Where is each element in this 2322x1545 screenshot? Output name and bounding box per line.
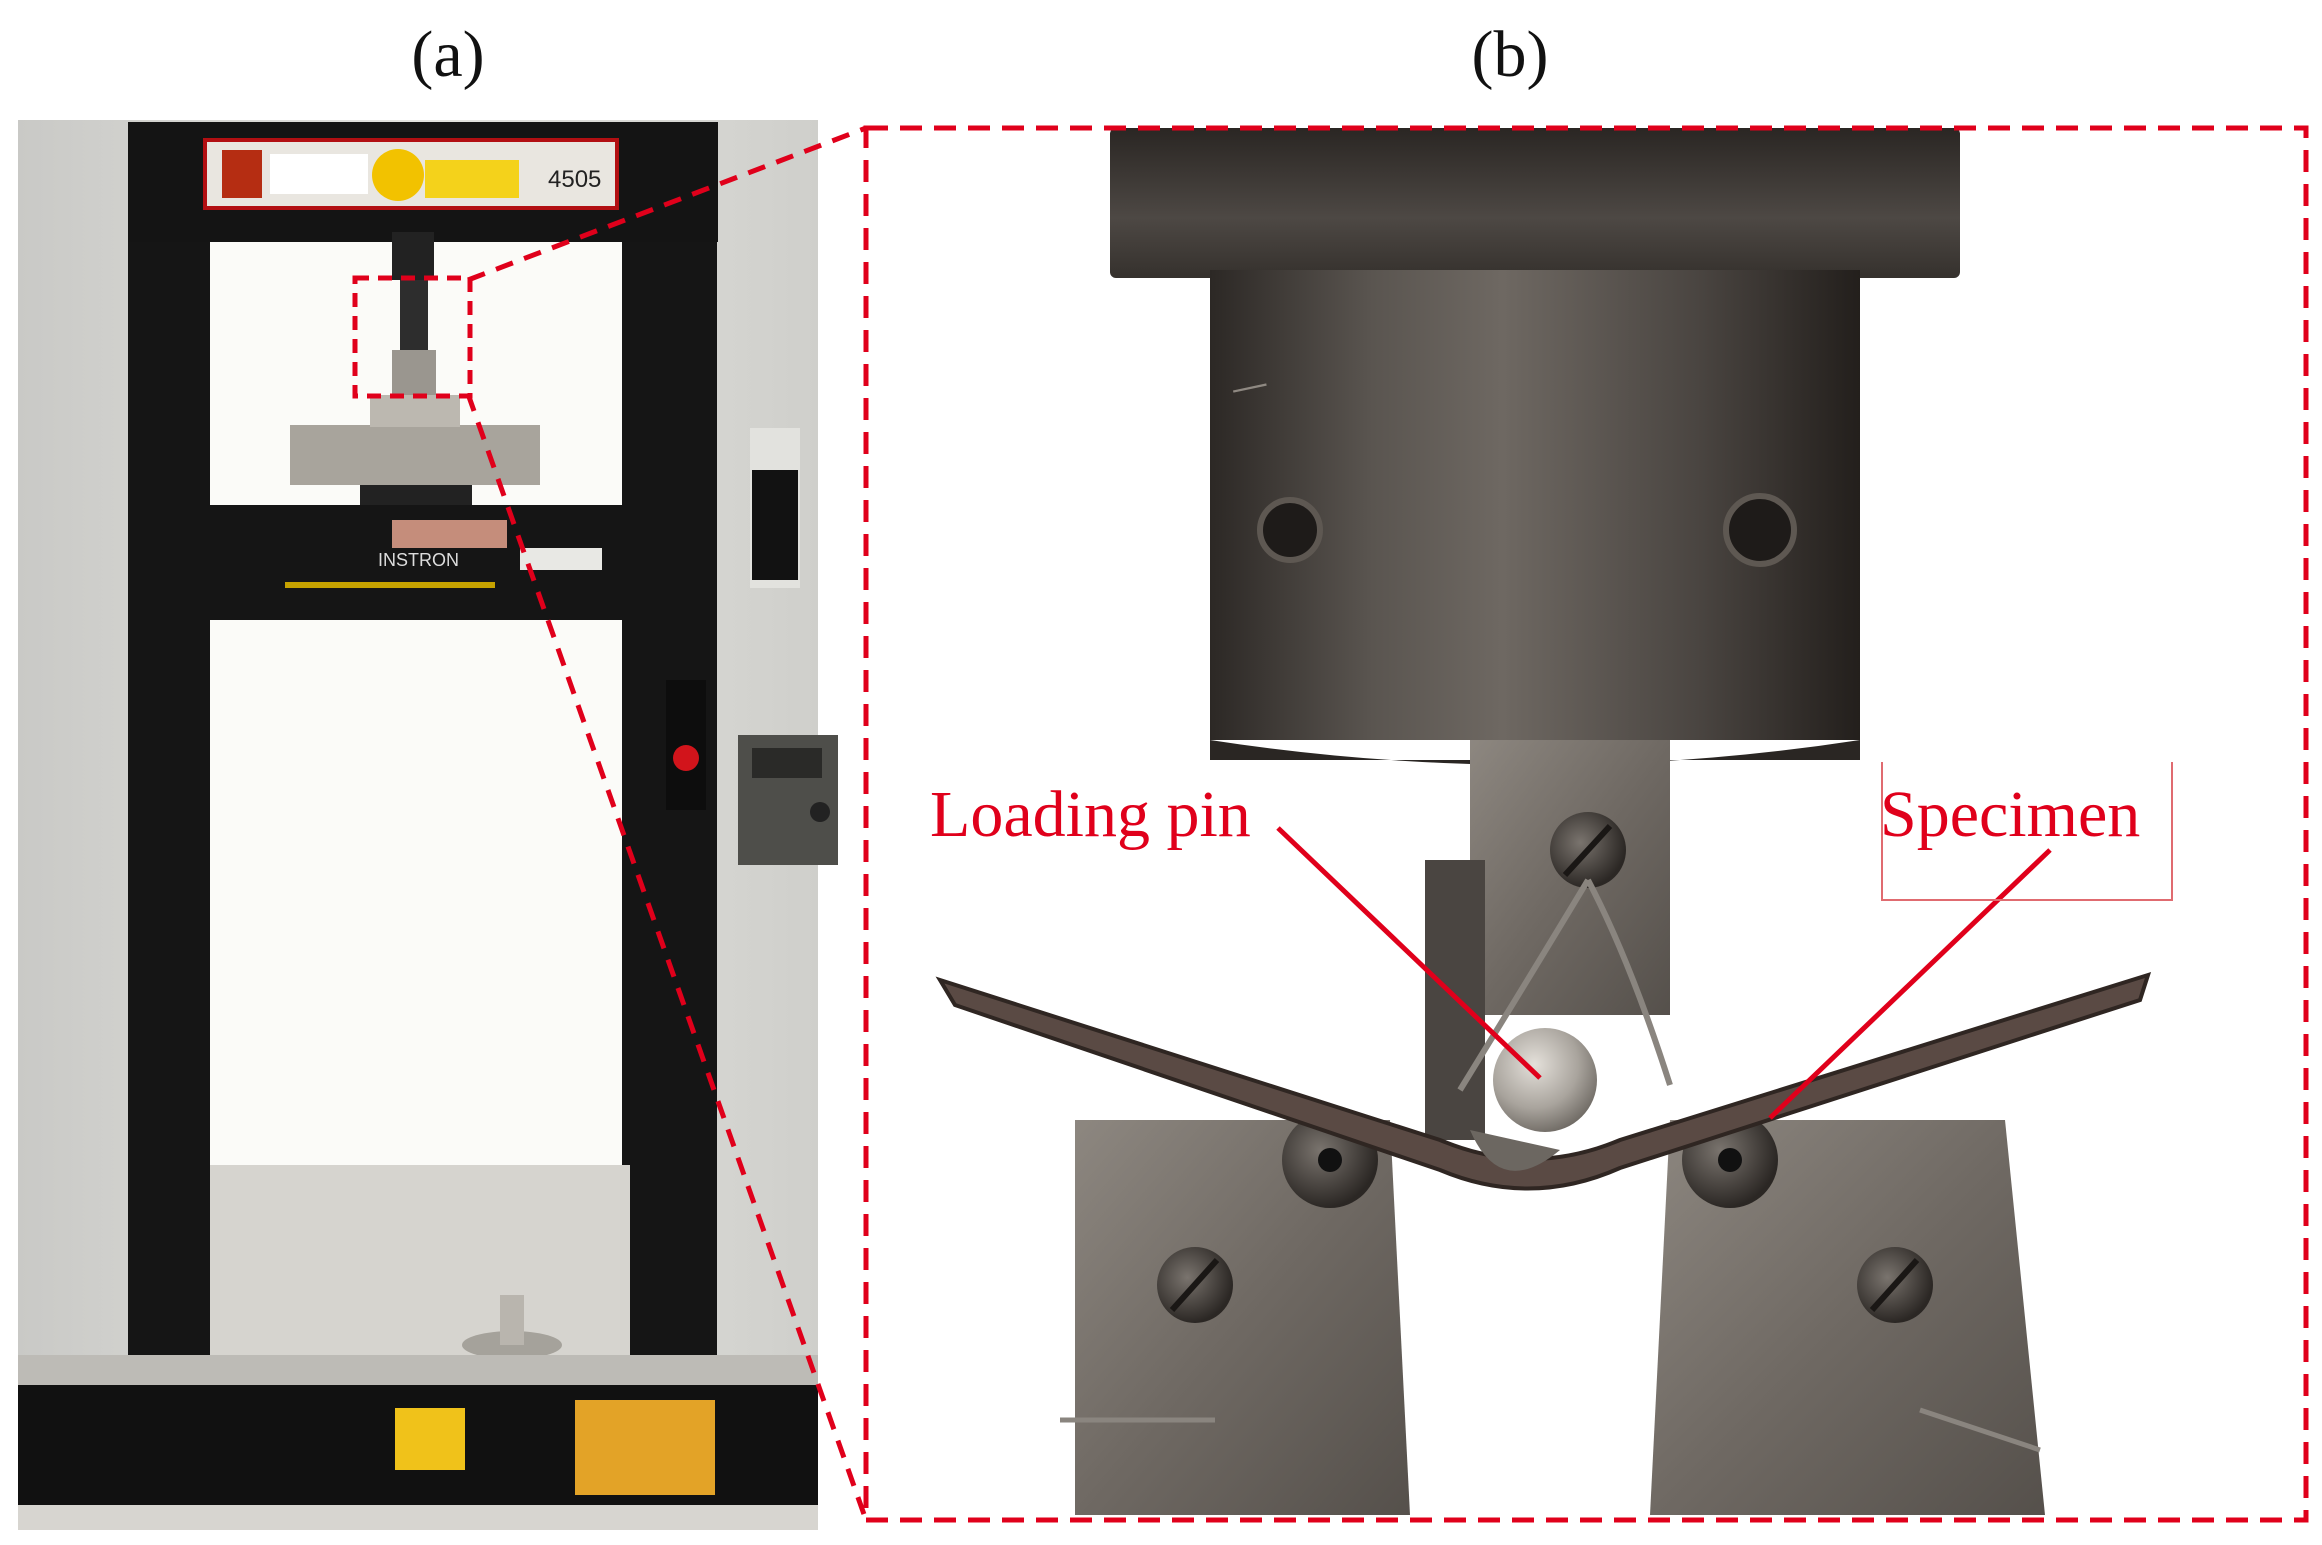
handset-knob — [810, 802, 830, 822]
engraving: ― — [1229, 364, 1270, 408]
spring-wire-left — [1457, 878, 1591, 1092]
right-roller-hub — [1718, 1148, 1742, 1172]
zoom-connector-top — [467, 125, 867, 283]
load-cell — [392, 232, 434, 280]
lower-support-fixture — [290, 425, 540, 485]
right-spring-wire — [1919, 1407, 2041, 1453]
specimen-arrow — [1768, 848, 2052, 1120]
cylinder-hole-right — [1723, 493, 1797, 567]
floor — [18, 1505, 818, 1530]
cylinder-hole-left — [1257, 497, 1323, 563]
loading-pin — [1493, 1028, 1597, 1132]
yellow-stripe — [285, 582, 495, 588]
base-top-plate — [18, 1355, 818, 1385]
upper-fixture-tip — [392, 350, 436, 395]
yellow-label — [425, 160, 519, 198]
upper-fixture-rod — [400, 280, 428, 350]
hazard-sticker-icon — [395, 1408, 465, 1470]
emergency-stop-button — [673, 745, 699, 771]
instron-logo-badge — [222, 150, 262, 198]
crosshead-cap — [1110, 128, 1960, 278]
small-tag — [520, 548, 602, 570]
pin-body-shadow — [1470, 1130, 1560, 1171]
white-label — [270, 154, 368, 194]
warning-sticker-icon — [372, 149, 424, 201]
holder-screw-slot — [1562, 823, 1613, 878]
zoom-panel-frame — [863, 125, 2309, 1523]
cylinder-bottom-edge — [1210, 740, 1860, 765]
brand-text: INSTRON — [378, 550, 459, 570]
panel-a-label: (a) — [411, 18, 485, 91]
specimen-label: Specimen — [1880, 778, 2141, 851]
panel-b-label: (b) — [1471, 18, 1549, 91]
left-column — [128, 122, 210, 1357]
panel-a-photo: 4505 INSTRON — [18, 120, 838, 1530]
loading-pin-label: Loading pin — [930, 778, 1251, 851]
left-roller-hub — [1318, 1148, 1342, 1172]
zoom-region-box — [352, 275, 473, 399]
spring-wire-right — [1585, 878, 1673, 1086]
handset-display — [752, 748, 822, 778]
base-label — [575, 1400, 715, 1495]
lower-backdrop — [210, 1165, 630, 1355]
base-fixture-post — [500, 1295, 524, 1345]
zoom-connector-bottom — [465, 393, 869, 1521]
support-blocks — [370, 395, 460, 427]
loading-pin-arrow — [1276, 826, 1542, 1080]
specimen-label-box — [1881, 762, 2173, 901]
left-support-screw-slot — [1169, 1257, 1220, 1313]
model-number: 4505 — [548, 166, 601, 193]
panel-b-photo: ― — [935, 128, 2152, 1515]
crosshead-label — [392, 520, 507, 548]
right-support-screw-slot — [1869, 1257, 1920, 1313]
left-support-block — [1075, 1120, 1410, 1515]
remote-holder — [752, 470, 798, 580]
